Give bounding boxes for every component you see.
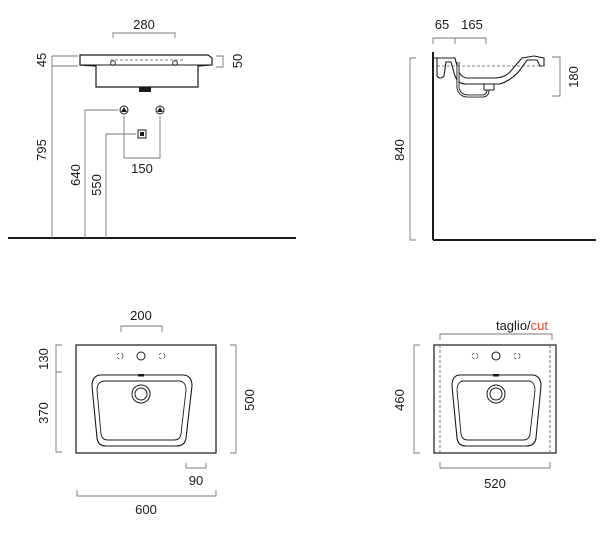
cut-tap-hole-right-icon [513, 352, 521, 360]
cut-note-prefix: taglio/ [496, 318, 531, 333]
plan-tap-hole-right-icon [158, 352, 166, 360]
cut-note-suffix: cut [531, 318, 549, 333]
dim-90-label: 90 [189, 473, 203, 488]
plan-overflow-slot [138, 374, 144, 377]
supply-left-arrow-icon [121, 107, 127, 112]
plan-drain-outer-icon [131, 384, 151, 404]
cut-plan-view: taglio/cut 460 520 [392, 318, 557, 491]
plan-basin-outline [75, 344, 217, 454]
dim-130-label: 130 [36, 348, 51, 370]
side-drain-body [483, 83, 495, 91]
front-tap-hole-right [172, 60, 178, 66]
plan-tap-hole-center-icon [136, 351, 146, 361]
supply-right-arrow-icon [157, 107, 163, 112]
dim-600-label: 600 [135, 502, 157, 517]
plan-bowl-inner [96, 380, 187, 441]
cut-tap-hole-left-icon [471, 352, 479, 360]
dim-65-165 [432, 37, 487, 44]
plan-view: 200 130 370 500 90 600 [36, 308, 257, 517]
dim-500-label: 500 [242, 389, 257, 411]
dim-600 [76, 490, 217, 497]
dim-550-label: 550 [89, 174, 104, 196]
dim-840-label: 840 [392, 139, 407, 161]
side-elevation: 65 165 180 840 [392, 17, 596, 241]
dim-200 [120, 325, 163, 332]
front-tap-hole-left [110, 60, 116, 66]
plan-bowl-outer [91, 374, 193, 447]
dim-520-label: 520 [484, 476, 506, 491]
dim-460-label: 460 [392, 389, 407, 411]
dim-45-label: 45 [34, 53, 49, 67]
dim-200-label: 200 [130, 308, 152, 323]
cut-basin-outline [433, 344, 557, 454]
cut-note-bracket [439, 333, 553, 340]
dim-460 [413, 344, 420, 454]
dim-500 [230, 344, 237, 454]
cut-tap-hole-center-icon [491, 351, 501, 361]
drain-symbol-icon [137, 129, 147, 139]
side-siphon-inner [457, 62, 489, 97]
supply-right-icon [155, 105, 165, 115]
front-elevation: 280 45 795 50 640 550 150 [8, 17, 296, 239]
supply-left-icon [119, 105, 129, 115]
cut-bowl-outer [451, 374, 542, 447]
dim-370-label: 370 [36, 402, 51, 424]
dim-165-label: 165 [461, 17, 483, 32]
dim-640-label: 640 [68, 164, 83, 186]
dim-640-line [84, 109, 118, 238]
dim-795-label: 795 [34, 139, 49, 161]
cut-bowl-inner [456, 380, 536, 441]
dim-50 [216, 55, 224, 68]
dim-45-795-line [51, 55, 78, 238]
dim-550-line [105, 133, 136, 238]
cut-note-label: taglio/cut [496, 318, 548, 333]
drain-symbol-dot-icon [140, 132, 144, 136]
dim-90 [185, 463, 207, 469]
cut-drain-outer-icon [486, 384, 506, 404]
dim-150 [123, 116, 161, 159]
dim-280-label: 280 [133, 17, 155, 32]
dim-180 [552, 56, 561, 97]
plan-drain-inner-icon [134, 387, 148, 401]
dim-520 [439, 462, 551, 469]
dim-840 [409, 57, 416, 241]
dim-280 [112, 32, 176, 38]
dim-130-370 [55, 344, 62, 453]
cut-overflow-slot [493, 374, 499, 377]
dim-150-label: 150 [131, 161, 153, 176]
front-basin-outline [79, 54, 213, 88]
dim-65-label: 65 [435, 17, 449, 32]
dim-180-label: 180 [566, 66, 581, 88]
side-basin-profile [433, 55, 545, 85]
cut-drain-inner-icon [489, 387, 503, 401]
dim-50-label: 50 [230, 54, 245, 68]
front-drain-stub [139, 87, 151, 92]
plan-tap-hole-left-icon [116, 352, 124, 360]
